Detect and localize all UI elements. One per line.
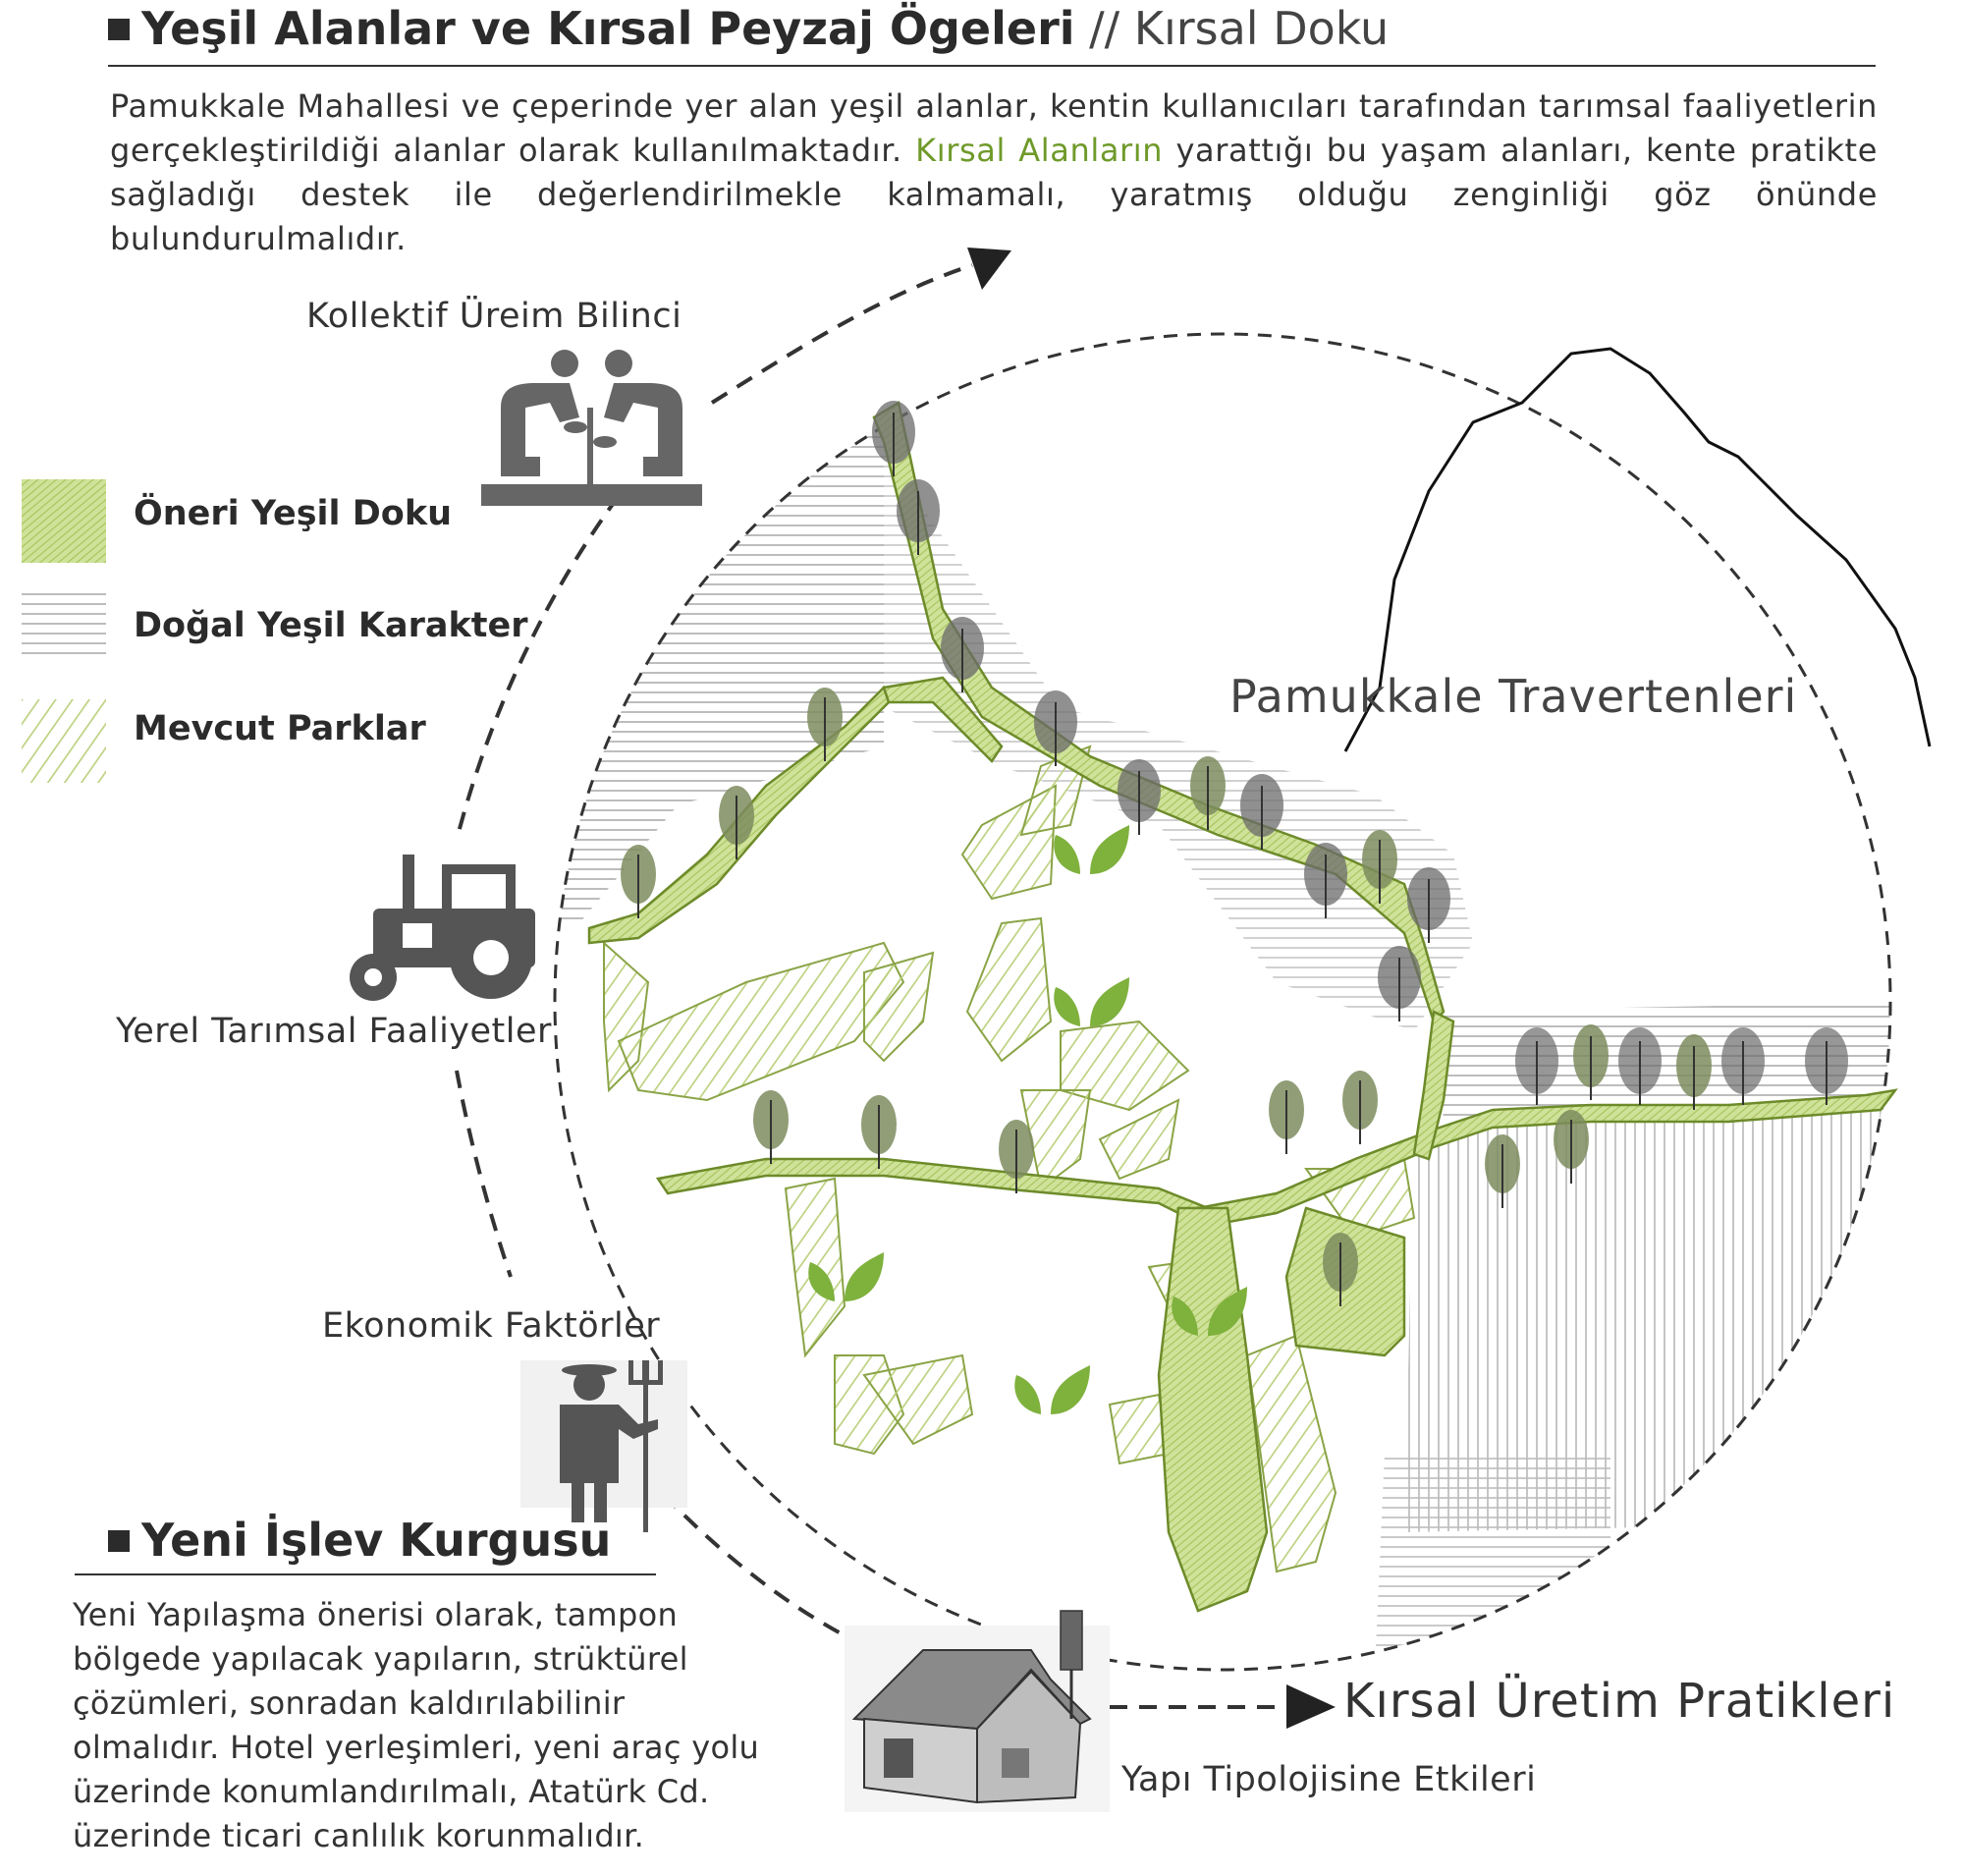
section2-rule	[75, 1573, 656, 1575]
farmer-icon	[520, 1360, 687, 1532]
natural-green-swatch	[22, 589, 106, 660]
legend-swatches	[22, 479, 106, 783]
house-sketch-icon	[845, 1610, 1110, 1812]
tree-icon	[1323, 1233, 1358, 1306]
section2-paragraph: Yeni Yapılaşma önerisi olarak, tampon bö…	[73, 1596, 760, 1854]
label-rural-practices: Kırsal Üretim Pratikleri	[1343, 1674, 1896, 1729]
tree-icon	[807, 688, 843, 761]
leaf-icon	[1014, 1365, 1090, 1414]
leaf-icons	[808, 825, 1247, 1414]
tree-icon	[1034, 690, 1077, 766]
page-title: Yeşil Alanlar ve Kırsal Peyzaj Ögeleri /…	[108, 0, 1389, 57]
tree-icon	[1342, 1071, 1378, 1144]
proposed-green-swatch	[22, 479, 106, 563]
tree-icon	[1190, 756, 1226, 830]
legend-label-proposed: Öneri Yeşil Doku	[134, 494, 453, 533]
label-agriculture: Yerel Tarımsal Faaliyetler	[116, 1012, 552, 1051]
intro-part1: Pamukkale Mahallesi ve çeperinde yer ala…	[110, 87, 1878, 169]
cycle-arc-left-lower	[455, 1070, 513, 1278]
title-rule	[108, 65, 1876, 67]
trees	[621, 401, 1848, 1306]
tree-icon	[1362, 830, 1397, 904]
section2-title: Yeni İşlev Kurgusu	[108, 1513, 611, 1568]
tree-icon	[1573, 1024, 1609, 1100]
section2-square-icon	[108, 1529, 130, 1552]
tree-icon	[941, 617, 984, 692]
cycle-arc-left-upper	[455, 494, 621, 841]
tree-icon	[1378, 946, 1421, 1021]
tree-icon	[1554, 1110, 1589, 1184]
leaf-icon	[1172, 1287, 1247, 1336]
intro-part2: yarattığı bu yaşam alanları, kente prati…	[110, 132, 1878, 257]
leaf-icon	[808, 1252, 884, 1301]
section2-title-text: Yeni İşlev Kurgusu	[141, 1514, 612, 1567]
existing-parks-swatch	[22, 699, 106, 783]
label-typology: Yapı Tipolojisine Etkileri	[1121, 1760, 1537, 1799]
tree-icon	[897, 479, 940, 555]
label-economic: Ekonomik Faktörler	[322, 1306, 661, 1346]
intro-highlight: Kırsal Alanların	[915, 132, 1164, 169]
tree-icon	[719, 786, 754, 859]
legend-label-parks: Mevcut Parklar	[134, 709, 426, 748]
title-square-icon	[108, 18, 130, 40]
tree-icon	[621, 845, 656, 918]
tree-icon	[1805, 1027, 1848, 1105]
page-subtitle: // Kırsal Doku	[1089, 2, 1390, 55]
boundary-circle	[553, 332, 1892, 1672]
tree-icon	[753, 1090, 789, 1164]
mountain-outline	[1343, 347, 1932, 752]
tree-icon	[1618, 1027, 1662, 1105]
tree-icon	[1485, 1134, 1520, 1208]
intro-paragraph: Pamukkale Mahallesi ve çeperinde yer ala…	[110, 84, 1878, 261]
leaf-icon	[1054, 977, 1129, 1026]
legend-label-natural: Doğal Yeşil Karakter	[134, 606, 528, 645]
tree-icon	[1721, 1027, 1765, 1105]
arrow-head-icon	[1286, 1684, 1336, 1729]
tree-icon	[1269, 1080, 1304, 1154]
leaf-icon	[1054, 825, 1129, 874]
tree-icon	[861, 1095, 897, 1169]
tree-icon	[999, 1120, 1034, 1193]
tree-icon	[1407, 867, 1450, 943]
tree-icon	[1515, 1027, 1558, 1105]
cycle-arc-top	[710, 263, 973, 405]
tree-icon	[1240, 774, 1283, 850]
tree-icon	[872, 401, 915, 476]
tree-icon	[1304, 843, 1347, 918]
collective-farming-icon	[481, 350, 702, 506]
tractor-icon	[350, 855, 535, 1001]
tree-icon	[1676, 1034, 1712, 1110]
tree-icon	[1118, 759, 1161, 835]
label-collective: Kollektif Üreim Bilinci	[306, 297, 682, 336]
arrow-head-icon	[967, 248, 1011, 290]
label-travertines: Pamukkale Travertenleri	[1229, 670, 1798, 723]
